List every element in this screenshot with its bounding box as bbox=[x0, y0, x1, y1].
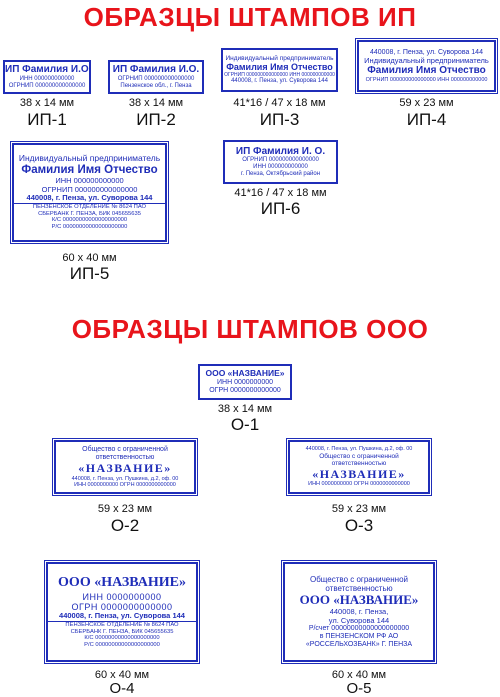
code-label: О-2 bbox=[110, 516, 140, 535]
stamp-ip-6: ИП Фамилия И. О. ОГРНИП 000000000000000 … bbox=[223, 140, 338, 184]
stamp-ip-4: 440008, г. Пенза, ул. Суворова 144 Индив… bbox=[355, 38, 498, 94]
stamp-line: ПЕНЗЕНСКОЕ ОТДЕЛЕНИЕ № 8624 ПАО bbox=[32, 204, 147, 211]
stamp-line: СБЕРБАНК Г. ПЕНЗА, БИК 045655635 bbox=[38, 210, 141, 217]
stamp-line: 440008, г. Пенза, ул. Пушкина, д.2, оф. … bbox=[305, 446, 413, 453]
code-label: О-3 bbox=[344, 516, 374, 535]
stamp-line: ОГРНИП 000000000000000 bbox=[41, 184, 138, 194]
code-label: ИП-3 bbox=[259, 110, 300, 129]
stamp-ip-3: Индивидуальный предприниматель Фамилия И… bbox=[221, 48, 338, 92]
stamp-line: Индивидуальный предприниматель bbox=[225, 54, 334, 62]
stamp-line: Р/счет 00000000000000000000 bbox=[308, 625, 410, 633]
stamp-line: Фамилия Имя Отчество bbox=[21, 164, 158, 177]
stamp-line: «НАЗВАНИЕ» bbox=[312, 466, 406, 481]
stamp-ip-5: Индивидуальный предприниматель Фамилия И… bbox=[10, 141, 169, 244]
stamp-line: ИНН 0000000000 ОГРН 0000000000000 bbox=[74, 481, 176, 488]
stamp-line: Пензенское обл., г. Пенза bbox=[120, 82, 192, 89]
stamp-line: ПЕНЗЕНСКОЕ ОТДЕЛЕНИЕ № 8624 ПАО bbox=[65, 621, 179, 628]
stamp-ip-2: ИП Фамилия И.О. ОГРНИП 000000000000000 П… bbox=[108, 60, 204, 94]
code-label: О-5 bbox=[346, 680, 372, 697]
stamp-line: ИНН 0000000000 ОГРН 0000000000000 bbox=[308, 481, 410, 488]
size-label: 38 х 14 мм bbox=[19, 97, 75, 109]
stamp-line: ул. Суворова 144 bbox=[328, 615, 390, 625]
stamp-line: в ПЕНЗЕНСКОМ РФ АО bbox=[319, 633, 399, 641]
stamp-line: Индивидуальный предприниматель bbox=[18, 153, 161, 164]
stamp-line: ОГРНИП 000000000000000 ИНН 000000000000 bbox=[224, 71, 335, 78]
stamp-line: ОГРН 0000000000000 bbox=[71, 601, 173, 612]
stamp-line: ИНН 0000000000 bbox=[216, 378, 274, 386]
code-label: О-1 bbox=[230, 415, 260, 434]
heading-ip: ОБРАЗЦЫ ШТАМПОВ ИП bbox=[83, 2, 417, 32]
stamp-line: Общество с ограниченной bbox=[82, 445, 168, 453]
stamp-line: ответственностью bbox=[325, 583, 393, 593]
code-label: О-4 bbox=[109, 680, 135, 697]
stamp-line: ИНН 0000000000 bbox=[82, 591, 162, 602]
stamp-line: ОГРНИП 000000000000000 bbox=[8, 82, 86, 89]
stamp-line: 440008, г. Пенза, ул. Суворова 144 bbox=[231, 78, 328, 85]
stamp-line: «НАЗВАНИЕ» bbox=[78, 460, 172, 475]
size-label: 59 х 23 мм bbox=[399, 97, 454, 109]
stamp-line: ответственностью bbox=[95, 453, 155, 461]
size-label: 38 х 14 мм bbox=[217, 403, 273, 415]
stamp-line: ОГРН 0000000000000 bbox=[209, 386, 281, 394]
size-label: 59 х 23 мм bbox=[331, 503, 387, 515]
size-label: 59 х 23 мм bbox=[97, 503, 153, 515]
stamp-line: Р/С 00000000000000000000 bbox=[84, 641, 160, 648]
stamp-line: Фамилия Имя Отчество bbox=[226, 62, 333, 73]
stamp-line: ответственностью bbox=[331, 460, 387, 468]
stamp-line: ОГРНИП 000000000000000 bbox=[242, 157, 319, 164]
stamp-o-5: Общество с ограниченной ответственностью… bbox=[281, 560, 437, 664]
size-label: 60 х 40 мм bbox=[62, 252, 117, 264]
stamp-line: ОГРНИП 000000000000000 bbox=[117, 75, 195, 82]
code-label: ИП-5 bbox=[69, 264, 110, 283]
stamp-line: г. Пенза, Октябрьский район bbox=[240, 171, 321, 178]
stamp-line: ИНН 000000000000 bbox=[19, 75, 75, 82]
size-label: 41*16 / 47 х 18 мм bbox=[233, 97, 326, 109]
stamp-line: СБЕРБАНК Г. ПЕНЗА, БИК 045655635 bbox=[70, 628, 174, 635]
stamp-line: К/С 00000000000000000000 bbox=[51, 217, 128, 224]
stamp-line: ИНН 000000000000 bbox=[55, 176, 124, 186]
stamp-o-3: 440008, г. Пенза, ул. Пушкина, д.2, оф. … bbox=[286, 438, 432, 496]
stamp-line: 440008, г. Пенза, bbox=[329, 606, 389, 616]
stamp-line: ОГРНИП 000000000000000 ИНН 000000000000 bbox=[365, 76, 488, 83]
size-label: 41*16 / 47 х 18 мм bbox=[234, 187, 327, 199]
stamp-line: ИП Фамилия И. О. bbox=[235, 145, 326, 157]
size-label: 60 х 40 мм bbox=[94, 669, 150, 681]
stamp-line: К/С 00000000000000000000 bbox=[84, 635, 160, 642]
stamp-line: Фамилия Имя Отчество bbox=[367, 65, 486, 77]
heading-ooo: ОБРАЗЦЫ ШТАМПОВ ООО bbox=[71, 314, 429, 344]
stamp-line: 440008, г. Пенза, ул. Суворова 144 bbox=[48, 612, 196, 622]
code-label: ИП-1 bbox=[27, 110, 67, 129]
stamp-o-1: ООО «НАЗВАНИЕ» ИНН 0000000000 ОГРН 00000… bbox=[198, 364, 292, 400]
stamp-line: ООО «НАЗВАНИЕ» bbox=[205, 368, 285, 379]
stamp-line: 440008, г. Пенза, ул. Суворова 144 bbox=[370, 48, 483, 56]
stamp-line: ИП Фамилия И.О. bbox=[5, 64, 91, 76]
stamp-line: ООО «НАЗВАНИЕ» bbox=[58, 575, 186, 591]
stamp-line: 440008, г. Пенза, ул. Суворова 144 bbox=[14, 194, 165, 205]
stamp-line: ИНН 000000000000 bbox=[253, 164, 308, 171]
stamp-o-4: ООО «НАЗВАНИЕ» ИНН 0000000000 ОГРН 00000… bbox=[44, 560, 200, 664]
code-label: ИП-4 bbox=[406, 110, 447, 129]
size-label: 60 х 40 мм bbox=[331, 669, 387, 681]
stamp-line: Общество с ограниченной bbox=[310, 574, 408, 584]
stamp-line: «РОССЕЛЬХОЗБАНК» Г. ПЕНЗА bbox=[305, 641, 413, 649]
stamp-ip-1: ИП Фамилия И.О. ИНН 000000000000 ОГРНИП … bbox=[3, 60, 91, 94]
stamp-line: Общество с ограниченной bbox=[319, 452, 399, 460]
stamp-line: ООО «НАЗВАНИЕ» bbox=[299, 592, 419, 608]
code-label: ИП-6 bbox=[260, 199, 301, 218]
stamp-line: ИП Фамилия И.О. bbox=[112, 64, 200, 76]
stamp-line: Р/С 00000000000000000000 bbox=[51, 224, 128, 231]
stamp-line: 440008, г. Пенза, ул. Пушкина, д.2, оф. … bbox=[71, 475, 179, 482]
stamp-o-2: Общество с ограниченной ответственностью… bbox=[52, 438, 198, 496]
stamp-line: Индивидуальный предприниматель bbox=[364, 55, 489, 65]
size-label: 38 х 14 мм bbox=[128, 97, 184, 109]
code-label: ИП-2 bbox=[136, 110, 176, 129]
